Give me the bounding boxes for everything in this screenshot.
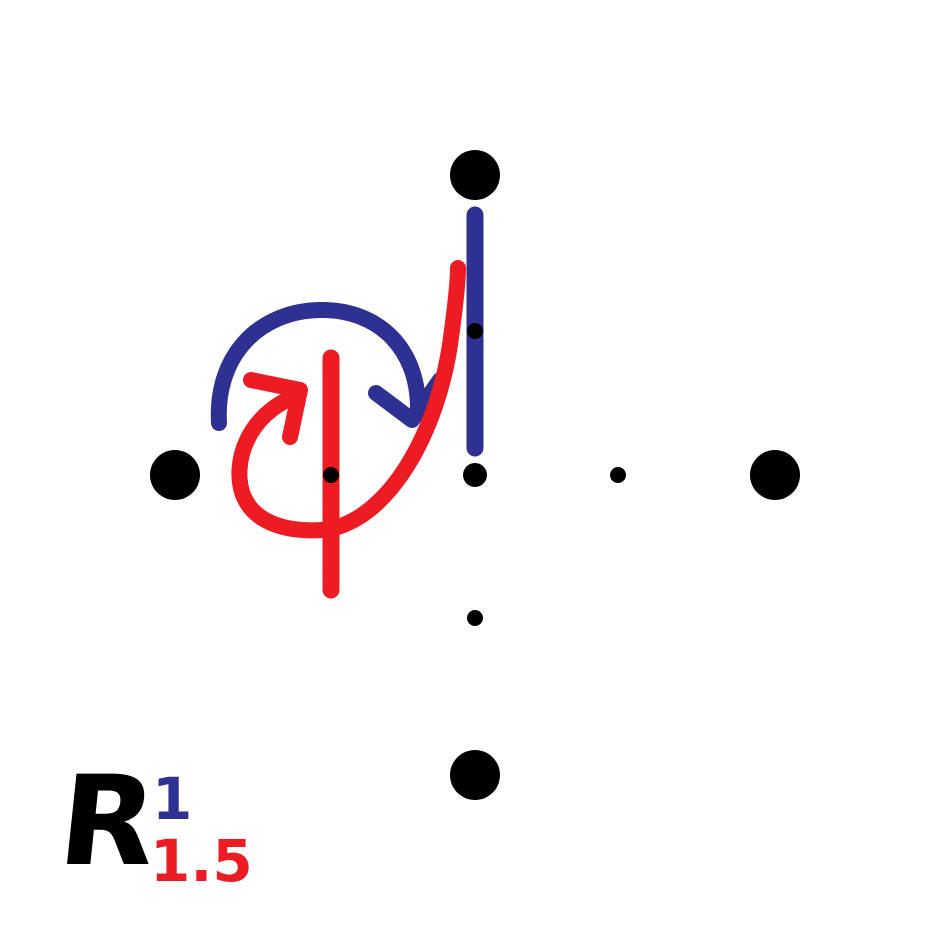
red-arrowhead	[243, 372, 308, 445]
large-point-bottom	[450, 750, 500, 800]
blue-order-label: 1	[152, 765, 193, 833]
small-point-left	[323, 467, 339, 483]
small-point-center	[463, 463, 487, 487]
large-point-top	[450, 150, 500, 200]
small-point-upper	[467, 323, 483, 339]
operation-label: R	[52, 750, 164, 894]
large-point-left	[150, 450, 200, 500]
blue-rotation-arc	[210, 301, 426, 431]
small-point-right	[610, 467, 626, 483]
red-rotation-arc	[231, 260, 466, 539]
small-point-lower	[467, 610, 483, 626]
red-order-label: 1.5	[150, 827, 253, 895]
large-point-right	[750, 450, 800, 500]
